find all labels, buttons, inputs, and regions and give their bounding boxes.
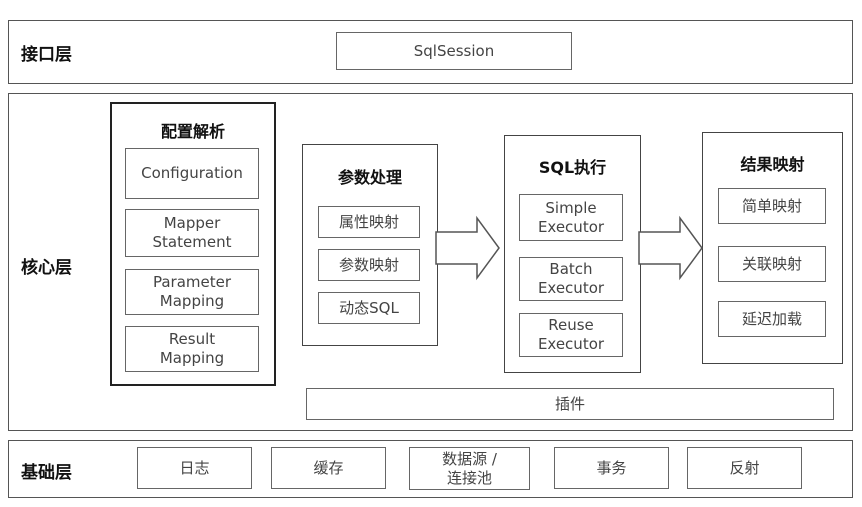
mapper-statement-box: Mapper Statement bbox=[125, 209, 259, 257]
param-group: 参数处理 属性映射 参数映射 动态SQL bbox=[302, 144, 438, 346]
plugin-bar: 插件 bbox=[306, 388, 834, 420]
config-group-title: 配置解析 bbox=[160, 122, 225, 141]
base-layer-title: 基础层 bbox=[21, 463, 72, 483]
cache-box: 缓存 bbox=[271, 447, 386, 489]
core-layer-title: 核心层 bbox=[21, 258, 72, 278]
sqlsession-box: SqlSession bbox=[336, 32, 572, 70]
property-mapping-box: 属性映射 bbox=[318, 206, 420, 238]
result-mapping-box: Result Mapping bbox=[125, 326, 259, 372]
sql-to-result-arrow bbox=[638, 215, 703, 281]
param-group-title: 参数处理 bbox=[337, 168, 402, 187]
core-layer: 核心层 配置解析 Configuration Mapper Statement … bbox=[8, 93, 853, 431]
result-mapping-group: 结果映射 简单映射 关联映射 延迟加载 bbox=[702, 132, 843, 364]
simple-mapping-box: 简单映射 bbox=[718, 188, 826, 224]
datasource-pool-box: 数据源 / 连接池 bbox=[409, 447, 530, 490]
reuse-executor-box: Reuse Executor bbox=[519, 313, 623, 357]
config-group: 配置解析 Configuration Mapper Statement Para… bbox=[110, 102, 276, 386]
lazy-loading-box: 延迟加载 bbox=[718, 301, 826, 337]
parameter-mapping-cn-box: 参数映射 bbox=[318, 249, 420, 281]
reflection-box: 反射 bbox=[687, 447, 802, 489]
interface-layer: 接口层 SqlSession bbox=[8, 20, 853, 84]
logging-box: 日志 bbox=[137, 447, 252, 489]
base-layer: 基础层 日志 缓存 数据源 / 连接池 事务 反射 bbox=[8, 440, 853, 498]
sql-exec-group-title: SQL执行 bbox=[538, 158, 607, 177]
configuration-box: Configuration bbox=[125, 148, 259, 199]
parameter-mapping-box: Parameter Mapping bbox=[125, 269, 259, 315]
batch-executor-box: Batch Executor bbox=[519, 257, 623, 301]
interface-layer-title: 接口层 bbox=[21, 45, 72, 65]
sql-exec-group: SQL执行 Simple Executor Batch Executor Reu… bbox=[504, 135, 641, 373]
transaction-box: 事务 bbox=[554, 447, 669, 489]
result-mapping-group-title: 结果映射 bbox=[740, 155, 805, 174]
param-to-sql-arrow bbox=[435, 215, 500, 281]
association-mapping-box: 关联映射 bbox=[718, 246, 826, 282]
dynamic-sql-box: 动态SQL bbox=[318, 292, 420, 324]
simple-executor-box: Simple Executor bbox=[519, 194, 623, 241]
